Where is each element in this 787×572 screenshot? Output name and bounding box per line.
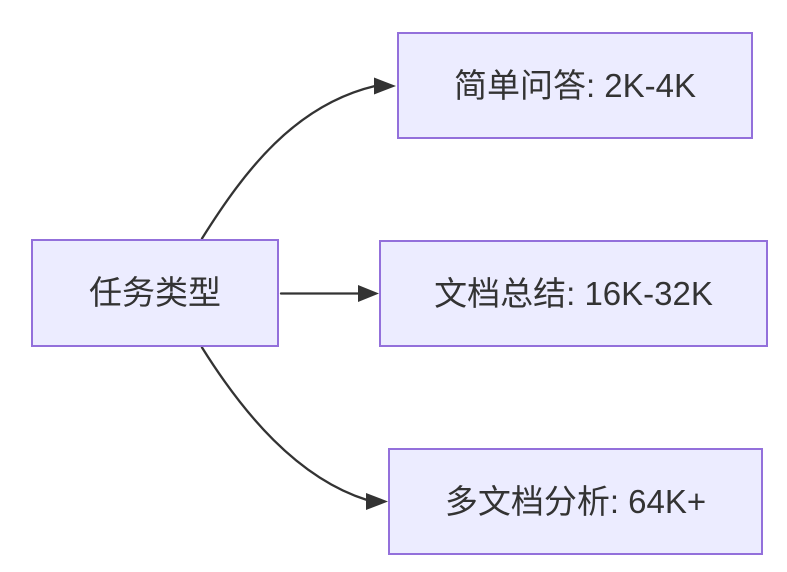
- arrowhead-simple-qa-icon: [374, 77, 396, 95]
- node-multi-doc-label: 多文档分析: 64K+: [444, 482, 707, 520]
- node-task-type-label: 任务类型: [89, 274, 221, 312]
- node-doc-summary-label: 文档总结: 16K-32K: [434, 274, 713, 312]
- node-simple-qa-label: 简单问答: 2K-4K: [453, 66, 697, 104]
- edge-root-to-simple-qa: [200, 84, 377, 240]
- edge-root-to-multi-doc: [200, 346, 369, 502]
- node-simple-qa: 简单问答: 2K-4K: [397, 32, 753, 139]
- node-task-type: 任务类型: [31, 239, 279, 347]
- arrowhead-doc-summary-icon: [358, 285, 379, 302]
- node-multi-doc: 多文档分析: 64K+: [388, 448, 763, 555]
- node-doc-summary: 文档总结: 16K-32K: [379, 240, 768, 347]
- arrowhead-multi-doc-icon: [366, 493, 388, 510]
